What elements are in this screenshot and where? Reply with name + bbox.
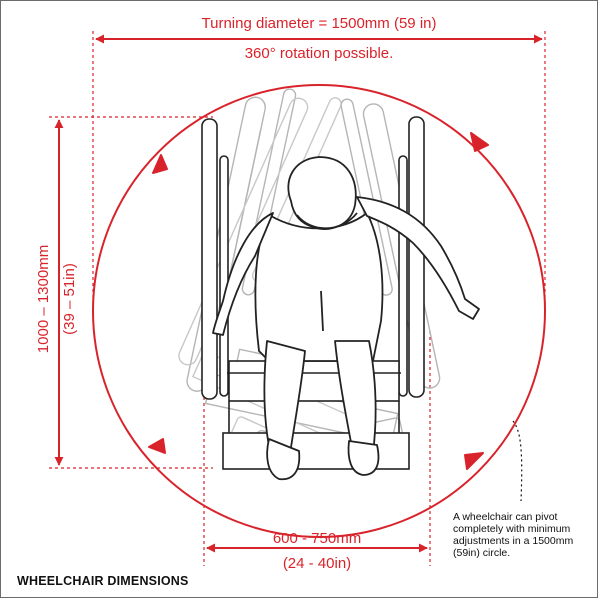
left-arm xyxy=(212,212,274,336)
person xyxy=(212,156,480,481)
neck-collar xyxy=(296,212,358,230)
width-label-mm: 600 - 750mm xyxy=(273,530,361,547)
diagram-title: WHEELCHAIR DIMENSIONS xyxy=(17,574,189,588)
left-push-rim xyxy=(219,155,229,397)
note-text: A wheelchair can pivot completely with m… xyxy=(453,511,574,559)
width-label-in: (24 - 40in) xyxy=(283,555,351,572)
rotation-arrow-icon xyxy=(470,132,489,152)
rotation-arrow-icon xyxy=(152,154,168,174)
right-arm xyxy=(356,196,480,320)
length-label-mm: 1000 – 1300mm xyxy=(35,245,52,353)
note-leader xyxy=(512,420,523,502)
left-foot xyxy=(266,438,301,481)
rotation-arrow-icon xyxy=(464,452,484,470)
right-foot xyxy=(347,440,380,476)
right-wheel xyxy=(408,116,425,398)
extension-lines xyxy=(49,31,546,566)
footplate xyxy=(222,432,410,470)
head xyxy=(287,156,357,230)
rotation-arrows xyxy=(148,132,489,470)
length-label-in: (39 – 51in) xyxy=(61,263,78,335)
right-push-rim xyxy=(398,155,408,397)
rotation-arrow-icon xyxy=(148,438,166,454)
left-wheel xyxy=(201,118,218,400)
torso xyxy=(254,212,384,362)
turning-diameter-label: Turning diameter = 1500mm (59 in) xyxy=(202,15,437,32)
turning-circle xyxy=(92,84,546,538)
rotation-label: 360° rotation possible. xyxy=(245,45,394,62)
